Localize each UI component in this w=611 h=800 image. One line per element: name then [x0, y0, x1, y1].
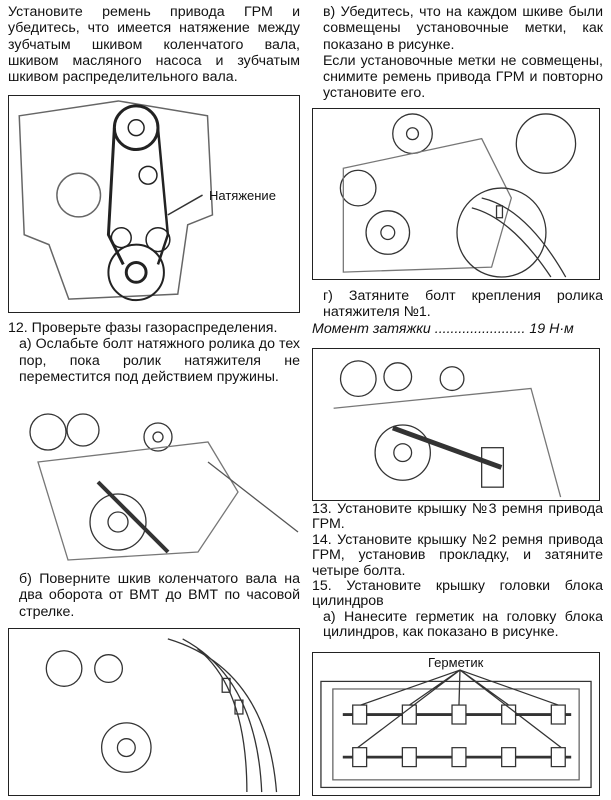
step-13-text: 13. Установите крышку №3 ремня привода Г… — [312, 501, 603, 533]
tension-label: Натяжение — [209, 188, 276, 203]
step-12-block: 12. Проверьте фазы газораспределения. а)… — [8, 320, 300, 385]
crankshaft-rotation-figure — [8, 628, 300, 796]
crankshaft-pulley-drawing — [45, 638, 278, 793]
sealant-application-figure: Герметик — [312, 652, 600, 796]
step-12g-block: г) Затяните болт крепления ролика натяжи… — [312, 288, 603, 337]
timing-belt-tension-figure: Натяжение — [8, 95, 300, 313]
step-12b-text: б) Поверните шкив коленчатого вала на дв… — [19, 571, 300, 620]
step-12b-block: б) Поверните шкив коленчатого вала на дв… — [8, 571, 300, 620]
step-15-text: 15. Установите крышку головки блока цили… — [312, 578, 603, 610]
step-12g-text: г) Затяните болт крепления ролика натяжи… — [323, 288, 603, 321]
step-12v-note: Если установочные метки не совмещены, сн… — [323, 52, 603, 102]
step-12v-block: в) Убедитесь, что на каждом шкиве были с… — [312, 4, 603, 102]
steps-13-15-block: 13. Установите крышку №3 ремня привода Г… — [312, 501, 603, 641]
cylinder-head-drawing — [320, 669, 592, 789]
timing-marks-figure — [312, 108, 600, 280]
step-12v-text: в) Убедитесь, что на каждом шкиве были с… — [323, 4, 603, 53]
step-12a-text: а) Ослабьте болт натяжного ролика до тех… — [19, 336, 300, 385]
tensioner-tighten-figure — [312, 348, 600, 501]
torque-spec: Момент затяжки ....................... 1… — [312, 320, 574, 337]
sealant-label: Герметик — [428, 655, 484, 670]
timing-marks-drawing — [339, 113, 577, 278]
step-14-text: 14. Установите крышку №2 ремня привода Г… — [312, 531, 603, 579]
engine-belt-drawing — [18, 100, 214, 302]
step-15a-text: а) Нанесите герметик на головку блока ци… — [323, 608, 603, 641]
intro-paragraph: Установите ремень привода ГРМ и убедитес… — [8, 4, 300, 85]
intro-text: Установите ремень привода ГРМ и убедитес… — [8, 4, 300, 86]
tensioner-wrench-drawing — [333, 360, 562, 498]
engine-tensioner-drawing — [29, 413, 299, 561]
step-12-title: 12. Проверьте фазы газораспределения. — [8, 320, 278, 336]
tensioner-bolt-figure — [8, 402, 300, 564]
